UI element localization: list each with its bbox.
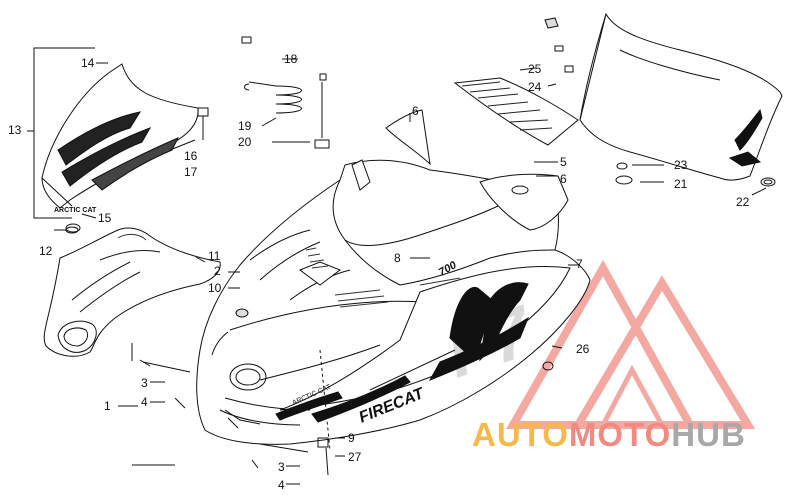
callout-3b: 3 — [278, 460, 285, 474]
callout-20: 20 — [238, 135, 252, 149]
callout-19: 19 — [238, 119, 252, 133]
watermark-auto: AUTO — [472, 416, 569, 453]
callout-11: 11 — [208, 249, 221, 263]
part-14-cowl-panel — [41, 63, 209, 209]
callout-7: 7 — [576, 257, 583, 271]
watermark-text: AUTOMOTOHUB — [472, 416, 746, 454]
callout-5: 5 — [560, 155, 567, 169]
part-11-hood-liner — [43, 223, 221, 357]
callout-22: 22 — [736, 195, 750, 209]
callout-21: 21 — [674, 177, 688, 191]
callout-3a: 3 — [141, 376, 148, 390]
part-21-windshield — [579, 12, 783, 181]
part-6-small-deflector — [385, 109, 569, 231]
callout-4b: 4 — [278, 478, 285, 492]
watermark-moto: MOTO — [568, 416, 672, 453]
callout-9: 9 — [348, 431, 355, 445]
watermark-hub: HUB — [671, 416, 746, 453]
callout-13: 13 — [8, 123, 22, 137]
callout-17: 17 — [184, 165, 198, 179]
callout-6b: 6 — [560, 172, 567, 186]
callout-25: 25 — [528, 62, 542, 76]
callout-10: 10 — [208, 281, 222, 295]
bracket-13 — [33, 47, 95, 219]
callout-4a: 4 — [141, 395, 148, 409]
watermark-logo — [506, 259, 756, 429]
callout-26: 26 — [576, 342, 590, 356]
callout-6a: 6 — [412, 104, 419, 118]
leader-lines — [54, 58, 767, 485]
callout-2: 2 — [214, 264, 221, 278]
callout-27: 27 — [348, 450, 362, 464]
part-2-hood — [196, 159, 591, 445]
callout-23: 23 — [674, 158, 688, 172]
callout-12: 12 — [39, 244, 53, 258]
callout-8: 8 — [394, 251, 401, 265]
callout-15: 15 — [98, 211, 112, 225]
decal-brand-cowl: ARCTIC CAT — [54, 207, 97, 214]
callout-18: 18 — [284, 52, 298, 66]
callout-1: 1 — [104, 399, 111, 413]
part-5-deflector — [453, 77, 579, 146]
callout-16: 16 — [184, 149, 198, 163]
callout-14: 14 — [81, 56, 95, 70]
callout-24: 24 — [528, 80, 542, 94]
